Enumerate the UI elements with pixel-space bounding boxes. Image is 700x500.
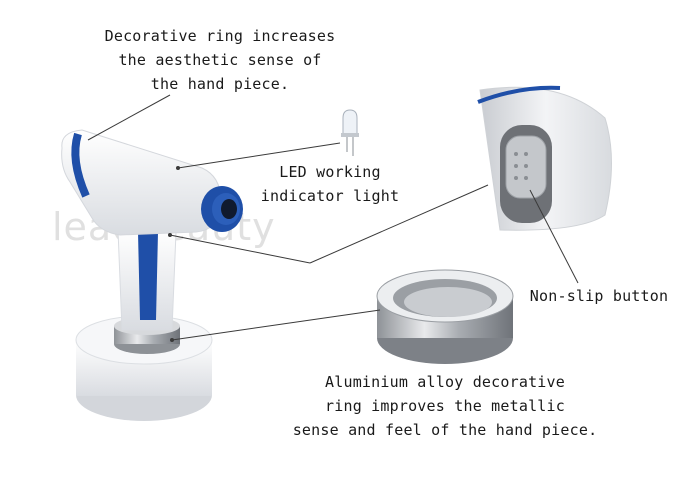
metal-ring: [376, 269, 514, 364]
callout-line: indicator light: [260, 187, 400, 205]
callout-button: Non-slip button: [524, 284, 674, 308]
callout-line: the hand piece.: [150, 75, 290, 93]
handpiece-device: [61, 129, 243, 421]
callout-aluminium-ring: Aluminium alloy decorative ring improves…: [290, 370, 600, 442]
callout-line: ring improves the metallic: [325, 397, 565, 415]
callout-line: Non-slip button: [529, 287, 669, 305]
callout-decorative-ring: Decorative ring increases the aesthetic …: [88, 24, 352, 96]
led-bulb-icon: [341, 109, 359, 156]
callout-line: LED working: [279, 163, 381, 181]
callout-line: Decorative ring increases: [104, 27, 336, 45]
callout-line: sense and feel of the hand piece.: [292, 421, 598, 439]
callout-line: the aesthetic sense of: [118, 51, 322, 69]
callout-led: LED working indicator light: [250, 160, 410, 208]
button-closeup: [477, 85, 612, 231]
callout-line: Aluminium alloy decorative: [325, 373, 565, 391]
leader-lines: [87, 94, 579, 341]
